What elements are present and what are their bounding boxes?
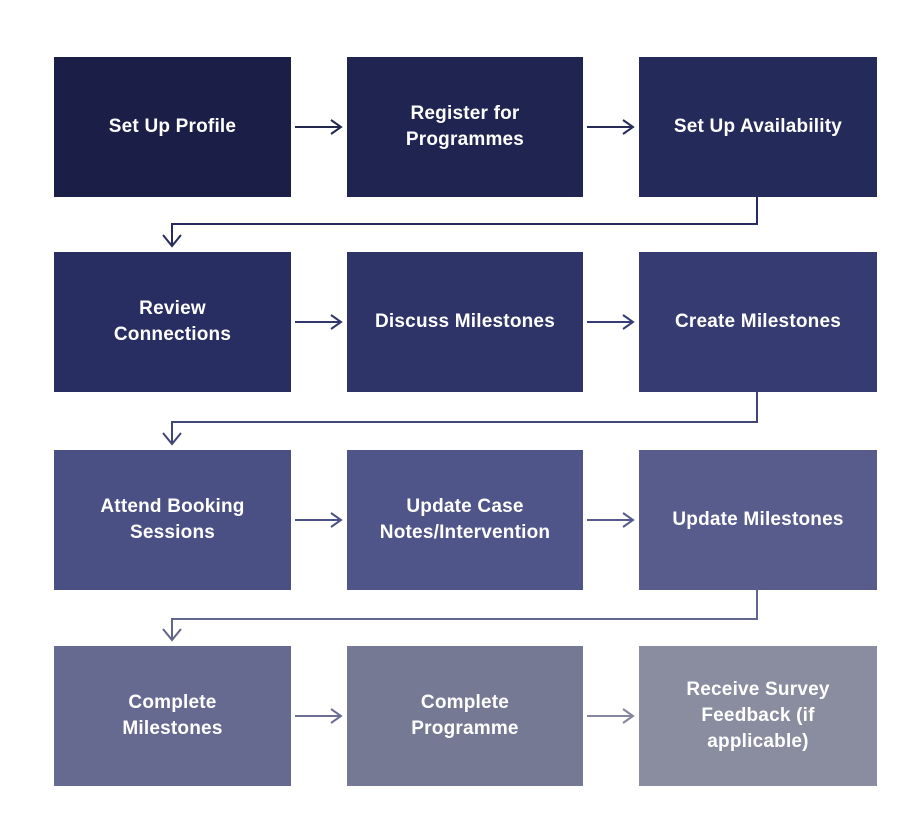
flow-step-label: Update Milestones [672, 508, 844, 530]
flow-step-label: Update Case Notes/Intervention [379, 495, 551, 543]
flow-step-label: Review Connections [113, 297, 232, 345]
right-arrow [587, 512, 635, 528]
flow-step-label: Receive Survey Feedback (if applicable) [686, 678, 830, 753]
flow-step-set-up-availability: Set Up Availability [639, 57, 877, 197]
flow-step-label: Discuss Milestones [375, 310, 555, 332]
flow-step-label: Register for Programmes [405, 102, 525, 150]
right-arrow [587, 119, 635, 135]
right-arrow [295, 708, 343, 724]
right-arrow [295, 314, 343, 330]
right-arrow [295, 119, 343, 135]
flow-step-discuss-milestones: Discuss Milestones [347, 252, 583, 392]
flow-step-label: Attend Booking Sessions [100, 495, 245, 543]
flow-step-label: Set Up Profile [108, 115, 237, 137]
flow-step-create-milestones: Create Milestones [639, 252, 877, 392]
flow-step-label: Set Up Availability [673, 115, 843, 137]
flow-step-attend-booking-sessions: Attend Booking Sessions [54, 450, 291, 590]
elbow-down-arrow [162, 197, 758, 248]
flow-step-review-connections: Review Connections [54, 252, 291, 392]
elbow-down-arrow [162, 590, 758, 642]
flow-step-receive-survey-feedback: Receive Survey Feedback (if applicable) [639, 646, 877, 786]
flow-step-register-for-programmes: Register for Programmes [347, 57, 583, 197]
right-arrow [295, 512, 343, 528]
flow-step-label: Complete Milestones [122, 691, 223, 739]
right-arrow [587, 314, 635, 330]
flow-step-complete-milestones: Complete Milestones [54, 646, 291, 786]
flow-step-complete-programme: Complete Programme [347, 646, 583, 786]
right-arrow [587, 708, 635, 724]
elbow-down-arrow [162, 392, 758, 446]
flow-step-update-milestones: Update Milestones [639, 450, 877, 590]
flow-step-set-up-profile: Set Up Profile [54, 57, 291, 197]
flow-step-update-case-notes-intervention: Update Case Notes/Intervention [347, 450, 583, 590]
flow-step-label: Complete Programme [411, 691, 519, 739]
flow-step-label: Create Milestones [674, 310, 841, 332]
